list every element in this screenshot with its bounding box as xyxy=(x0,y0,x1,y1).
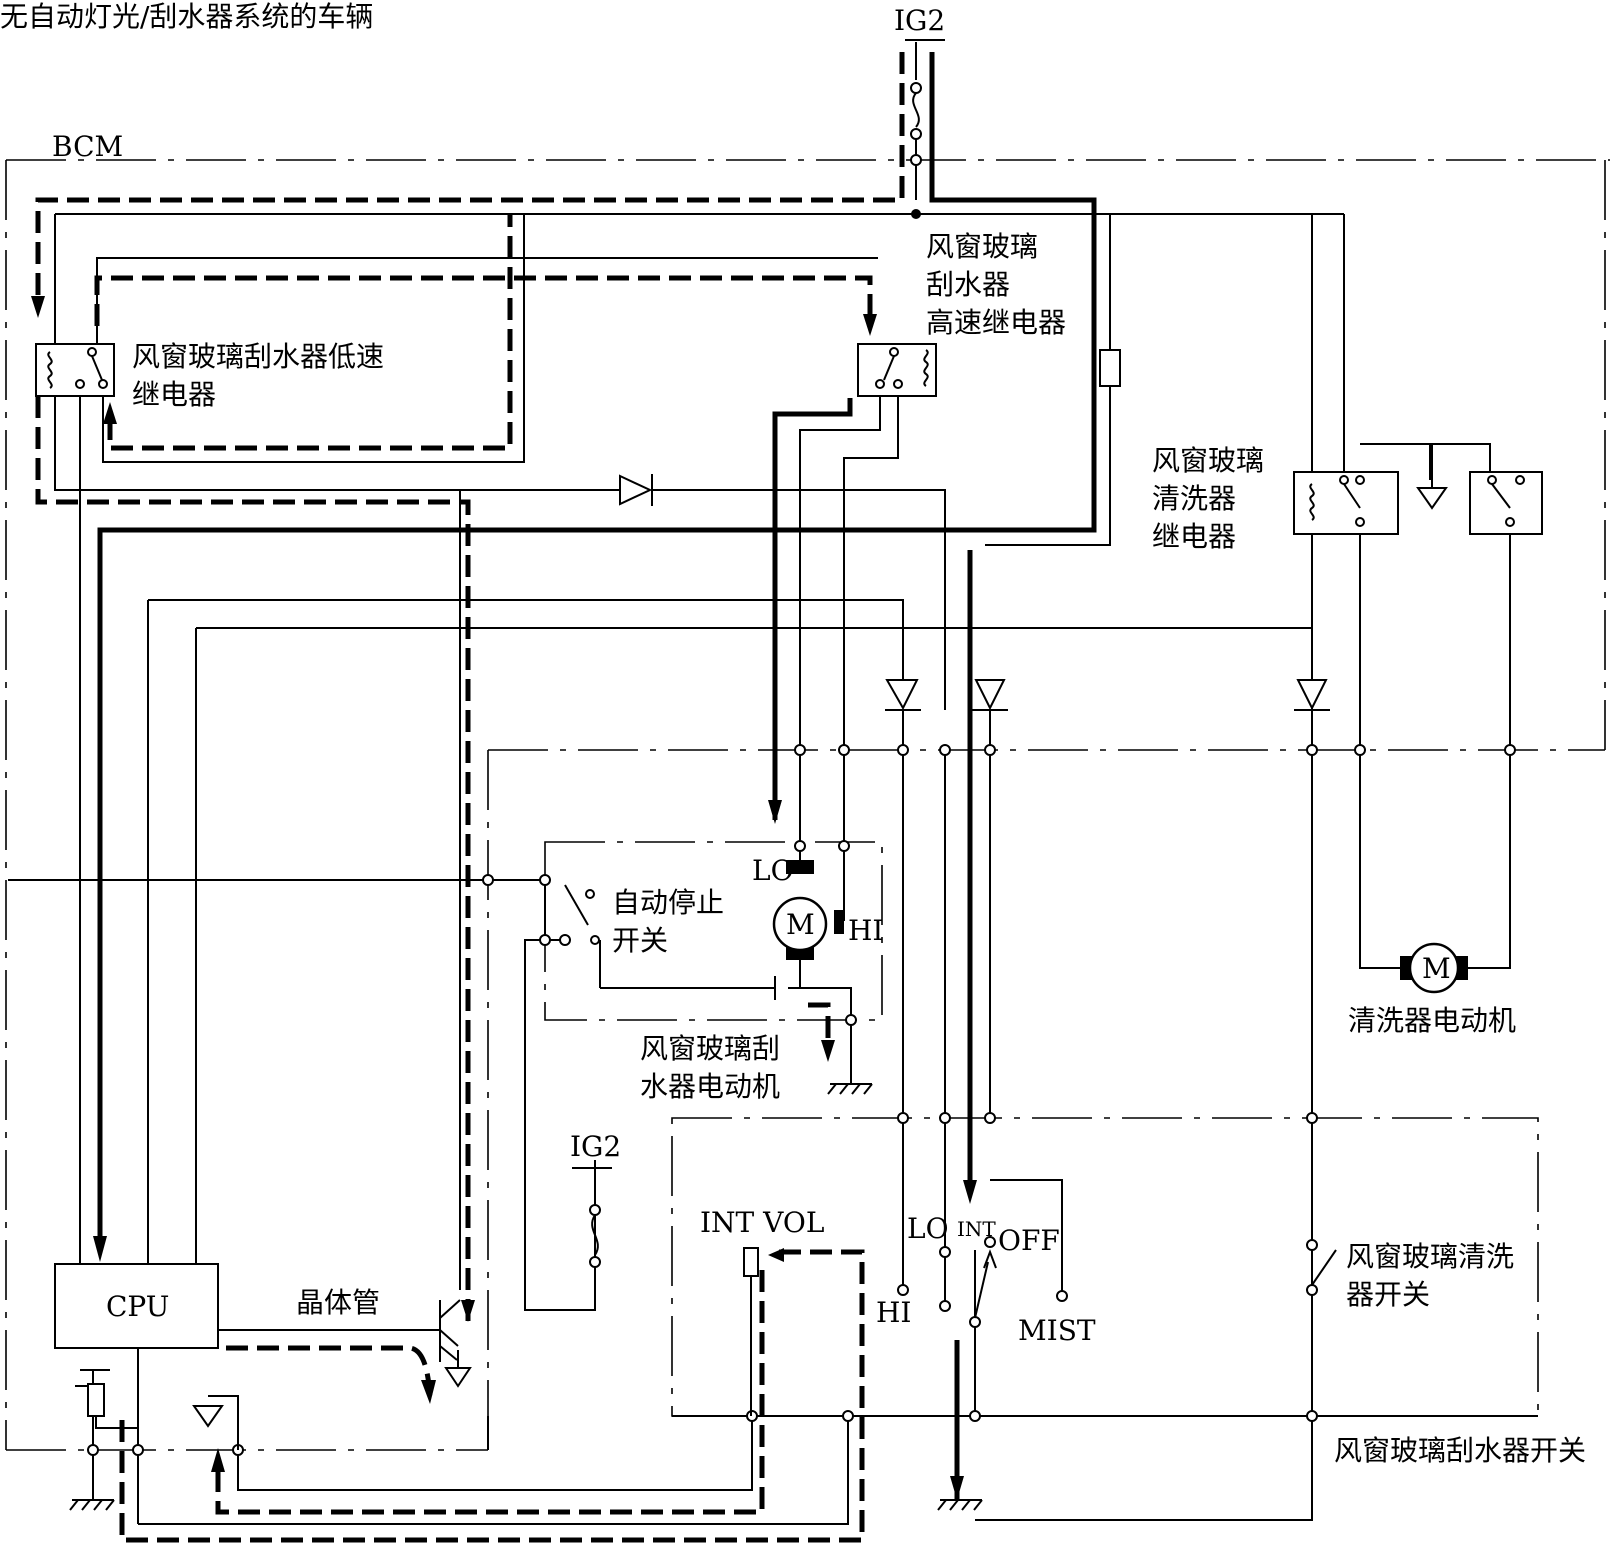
diode-horizontal xyxy=(619,474,653,506)
diode-2 xyxy=(972,679,1008,711)
diagram-title: 无自动灯光/刮水器系统的车辆 xyxy=(0,0,373,33)
int-vol-label: INT VOL xyxy=(700,1206,824,1239)
switch-off-label: OFF xyxy=(998,1224,1060,1257)
auto-stop-label-1: 自动停止 xyxy=(612,886,724,919)
auto-stop-label-2: 开关 xyxy=(612,924,668,957)
washer-relay-label-2: 清洗器 xyxy=(1152,482,1236,515)
auto-stop-switch xyxy=(564,884,600,945)
fuse-mid xyxy=(572,1167,612,1268)
diode-3 xyxy=(1294,679,1330,711)
fuse-top xyxy=(910,82,922,200)
washer-relay-ground xyxy=(1416,444,1448,510)
cpu-label: CPU xyxy=(106,1290,169,1323)
wiper-switch-contacts xyxy=(897,1236,1068,1328)
wiper-switch-label: 风窗玻璃刮水器开关 xyxy=(1334,1434,1586,1467)
washer-switch-contacts xyxy=(1306,1239,1337,1296)
ig2-top-label: IG2 xyxy=(894,4,945,37)
current-path-dashed xyxy=(35,52,905,1543)
switch-int-label: INT xyxy=(957,1217,996,1241)
low-relay-label-1: 风窗玻璃刮水器低速 xyxy=(132,340,384,373)
wiper-motor-boundary xyxy=(544,841,883,1021)
washer-relay-label-1: 风窗玻璃 xyxy=(1152,444,1264,477)
bcm-label: BCM xyxy=(52,130,123,163)
switch-mist-label: MIST xyxy=(1018,1314,1096,1347)
hi-terminal-label: HI xyxy=(848,914,883,947)
int-vol-potentiometer xyxy=(743,1247,759,1416)
wiper-motor-label-1: 风窗玻璃刮 xyxy=(640,1032,780,1065)
washer-relay-label-3: 继电器 xyxy=(1152,520,1236,553)
cpu-block xyxy=(54,1263,219,1349)
transistor xyxy=(439,1299,461,1362)
washer-second-relay xyxy=(1469,471,1543,535)
high-relay-label-3: 高速继电器 xyxy=(926,306,1066,339)
bcm-resistor xyxy=(1099,349,1121,387)
cpu-resistor xyxy=(80,1369,138,1429)
washer-motor-symbol xyxy=(1400,942,1468,994)
washer-switch-label-2: 器开关 xyxy=(1346,1278,1430,1311)
transistor-label: 晶体管 xyxy=(296,1286,380,1319)
switch-lo-label: LO xyxy=(907,1212,949,1245)
washer-motor-m: M xyxy=(1422,952,1451,985)
switch-hi-label: HI xyxy=(876,1296,911,1329)
lo-terminal-label: LO xyxy=(752,854,794,887)
wiper-motor-symbol xyxy=(772,860,844,1000)
current-path-bold xyxy=(97,52,1097,1500)
washer-switch-label-1: 风窗玻璃清洗 xyxy=(1346,1240,1514,1273)
arrows xyxy=(31,296,977,1500)
labels: 无自动灯光/刮水器系统的车辆 IG2 BCM 风窗玻璃刮水器低速 继电器 风窗玻… xyxy=(0,0,1586,1467)
grounds xyxy=(69,1083,983,1511)
washer-relay xyxy=(1293,471,1399,535)
high-relay-label-2: 刮水器 xyxy=(926,268,1010,301)
high-speed-relay xyxy=(857,343,937,397)
wiper-motor-m: M xyxy=(786,908,815,941)
diode-1 xyxy=(885,679,921,711)
bcm-boundary xyxy=(5,159,1610,1451)
low-speed-relay xyxy=(35,343,115,397)
junctions xyxy=(87,209,1516,1456)
washer-motor-label: 清洗器电动机 xyxy=(1348,1004,1516,1037)
high-relay-label-1: 风窗玻璃 xyxy=(926,230,1038,263)
low-relay-label-2: 继电器 xyxy=(132,378,216,411)
ig2-mid-label: IG2 xyxy=(570,1130,621,1163)
wiper-motor-label-2: 水器电动机 xyxy=(640,1070,780,1103)
wiper-switch-boundary xyxy=(671,1117,1539,1417)
